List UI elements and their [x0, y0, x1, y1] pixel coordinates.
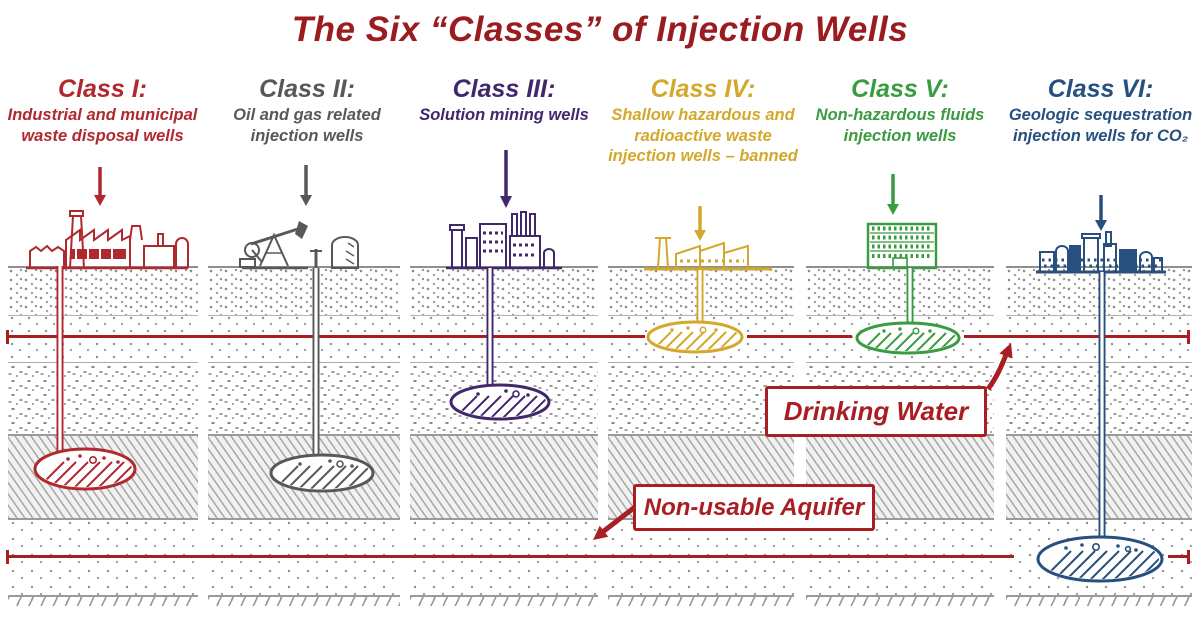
silt-layer: [1006, 362, 1192, 436]
bedrock-line: [208, 595, 400, 612]
class-3-header: Class III: Solution mining wells: [409, 76, 599, 126]
down-arrow-icon: [887, 174, 899, 215]
pumpjack-icon: [239, 221, 359, 270]
soil-layer: [208, 266, 400, 316]
down-arrow-icon: [500, 150, 512, 208]
soil-layer: [608, 314, 794, 362]
aquifer-layer: [410, 434, 598, 520]
bedrock-line: [8, 595, 198, 612]
line-end-cap: [1187, 330, 1190, 344]
class-2-label: Class II:: [259, 75, 355, 103]
ground-panel-1: [8, 266, 198, 612]
soil-layer: [208, 314, 400, 362]
ground-panel-6: [1006, 266, 1192, 612]
office-building-icon: [866, 222, 938, 270]
deep-soil-layer: [1006, 518, 1192, 595]
down-arrow-icon: [300, 165, 312, 206]
drinking-water-text: Drinking Water: [783, 396, 969, 426]
class-5-header: Class V: Non-hazardous fluids injection …: [805, 76, 995, 146]
drinking-water-line: [747, 335, 852, 338]
drinking-water-line: [964, 335, 1188, 338]
non-usable-aquifer-label: Non-usable Aquifer: [633, 484, 875, 531]
soil-layer: [8, 314, 198, 362]
silt-layer: [410, 362, 598, 436]
class-1-description: Industrial and municipal waste disposal …: [7, 106, 198, 145]
class-4-label: Class IV:: [650, 75, 756, 103]
line-end-cap: [6, 330, 9, 344]
class-4-header: Class IV: Shallow hazardous and radioact…: [603, 76, 803, 167]
non-usable-aquifer-line: [1168, 555, 1188, 558]
down-arrow-icon: [94, 167, 106, 206]
drinking-water-label: Drinking Water: [765, 386, 987, 437]
aquifer-layer: [1006, 434, 1192, 520]
soil-layer: [806, 314, 994, 362]
soil-layer: [608, 266, 794, 316]
silt-layer: [8, 362, 198, 436]
class-5-label: Class V:: [851, 75, 949, 103]
class-3-label: Class III:: [452, 75, 556, 103]
bedrock-line: [608, 595, 794, 612]
class-1-header: Class I: Industrial and municipal waste …: [5, 76, 200, 146]
non-usable-aquifer-text: Non-usable Aquifer: [643, 493, 865, 521]
silt-layer: [208, 362, 400, 436]
non-usable-aquifer-line: [8, 555, 1014, 558]
ground-panel-4: [608, 266, 794, 612]
down-arrow-icon: [1095, 195, 1107, 231]
class-6-header: Class VI: Geologic sequestration injecti…: [1003, 76, 1198, 146]
chemical-plant-icon: [446, 211, 562, 270]
class-5-description: Non-hazardous fluids injection wells: [815, 106, 985, 145]
line-end-cap: [1187, 550, 1190, 564]
aquifer-layer: [208, 434, 400, 520]
class-6-description: Geologic sequestration injection wells f…: [1008, 106, 1193, 145]
ground-panel-5: [806, 266, 994, 612]
soil-layer: [410, 266, 598, 316]
soil-layer: [1006, 314, 1192, 362]
bedrock-line: [1006, 595, 1192, 612]
ground-panel-3: [410, 266, 598, 612]
drinking-water-line: [8, 335, 645, 338]
small-factory-icon: [644, 237, 772, 271]
line-end-cap: [6, 550, 9, 564]
class-4-description: Shallow hazardous and radioactive waste …: [608, 106, 798, 166]
ground-panel-2: [208, 266, 400, 612]
soil-layer: [806, 266, 994, 316]
bedrock-line: [410, 595, 598, 612]
down-arrow-icon: [694, 206, 706, 241]
bedrock-line: [806, 595, 994, 612]
soil-layer: [8, 266, 198, 316]
aquifer-layer: [8, 434, 198, 520]
class-2-header: Class II: Oil and gas related injection …: [212, 76, 402, 146]
class-2-description: Oil and gas related injection wells: [233, 106, 381, 145]
class-6-label: Class VI:: [1047, 75, 1154, 103]
class-1-label: Class I:: [58, 75, 147, 103]
soil-layer: [410, 314, 598, 362]
soil-layer: [1006, 266, 1192, 316]
factory-icon: [26, 210, 189, 270]
class-3-description: Solution mining wells: [419, 106, 589, 125]
diagram-title: The Six “Classes” of Injection Wells: [291, 10, 909, 49]
